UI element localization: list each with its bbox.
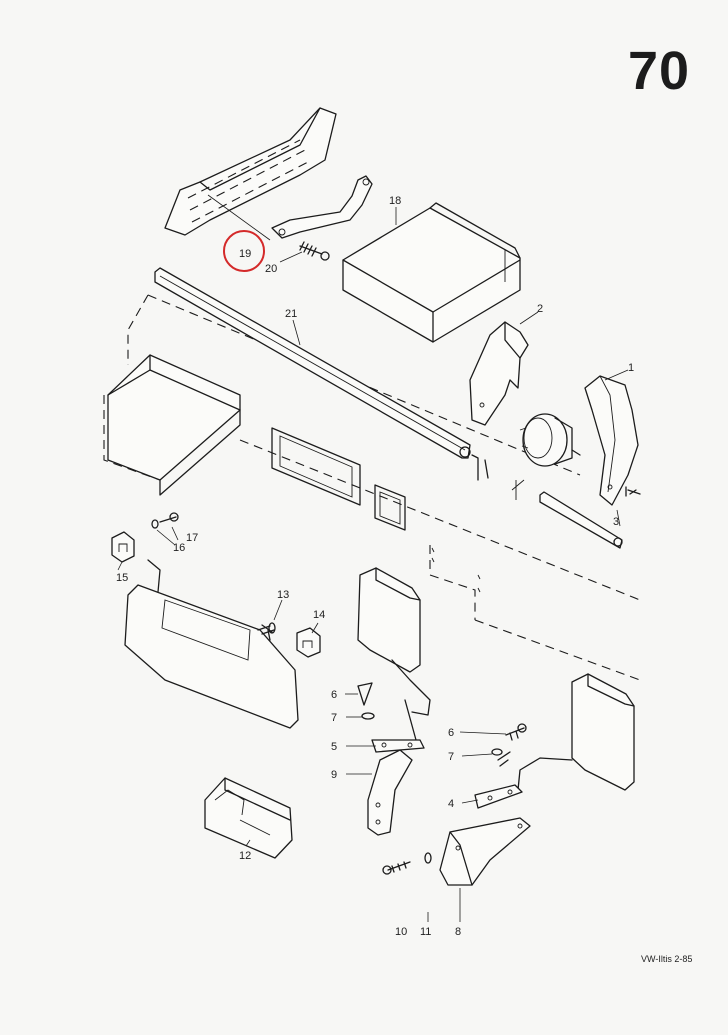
callout-17: 17 <box>186 532 198 544</box>
mirror-bracket-9 <box>367 749 413 836</box>
vent-grille <box>164 107 337 236</box>
trim-strip-3 <box>511 479 623 549</box>
callout-18: 18 <box>389 195 401 207</box>
callout-7: 7 <box>331 712 337 724</box>
callout-20: 20 <box>265 263 277 275</box>
radio-box-18 <box>342 202 521 343</box>
cover-1 <box>584 375 641 506</box>
callout-12: 12 <box>239 850 251 862</box>
callout-5: 5 <box>331 741 337 753</box>
callout-15: 15 <box>116 572 128 584</box>
visor-clip-14 <box>296 627 321 658</box>
mirror-left <box>357 567 431 753</box>
leader-lines <box>117 194 629 922</box>
callout-10: 10 <box>395 926 407 938</box>
strap-19 <box>271 175 373 261</box>
callout-1: 1 <box>628 362 634 374</box>
gauge-unit <box>519 413 581 467</box>
callout-labels: 19 20 18 21 2 1 3 17 16 15 13 14 6 7 5 9… <box>116 195 634 938</box>
callout-9: 9 <box>331 769 337 781</box>
footer-reference: VW-Iltis 2-85 <box>641 954 693 964</box>
mirror-right <box>474 673 635 809</box>
callout-21: 21 <box>285 308 297 320</box>
visor-screw-17 <box>151 512 179 529</box>
callout-7b: 7 <box>448 751 454 763</box>
callout-4: 4 <box>448 798 454 810</box>
interior-lamp-12 <box>204 777 293 859</box>
callout-3: 3 <box>613 516 619 528</box>
callout-13: 13 <box>277 589 289 601</box>
mirror-bracket-8 <box>439 817 531 886</box>
callout-14: 14 <box>313 609 325 621</box>
trim-strip-21 <box>154 267 489 481</box>
callout-11: 11 <box>420 926 431 938</box>
highlight-circle <box>223 230 265 272</box>
callout-6b: 6 <box>448 727 454 739</box>
sun-visor <box>124 559 299 729</box>
shelf-panel <box>107 354 241 496</box>
callout-16: 16 <box>173 542 185 554</box>
callout-2: 2 <box>537 303 543 315</box>
visor-pin-13 <box>257 622 276 635</box>
callout-19: 19 <box>239 248 251 260</box>
mirror-screw-10-11 <box>382 852 432 875</box>
dashboard-openings <box>271 427 481 593</box>
visor-clip-15 <box>111 531 135 563</box>
callout-8: 8 <box>455 926 461 938</box>
page-number: 70 <box>628 41 691 101</box>
callout-6: 6 <box>331 689 337 701</box>
bracket-2 <box>469 321 529 426</box>
